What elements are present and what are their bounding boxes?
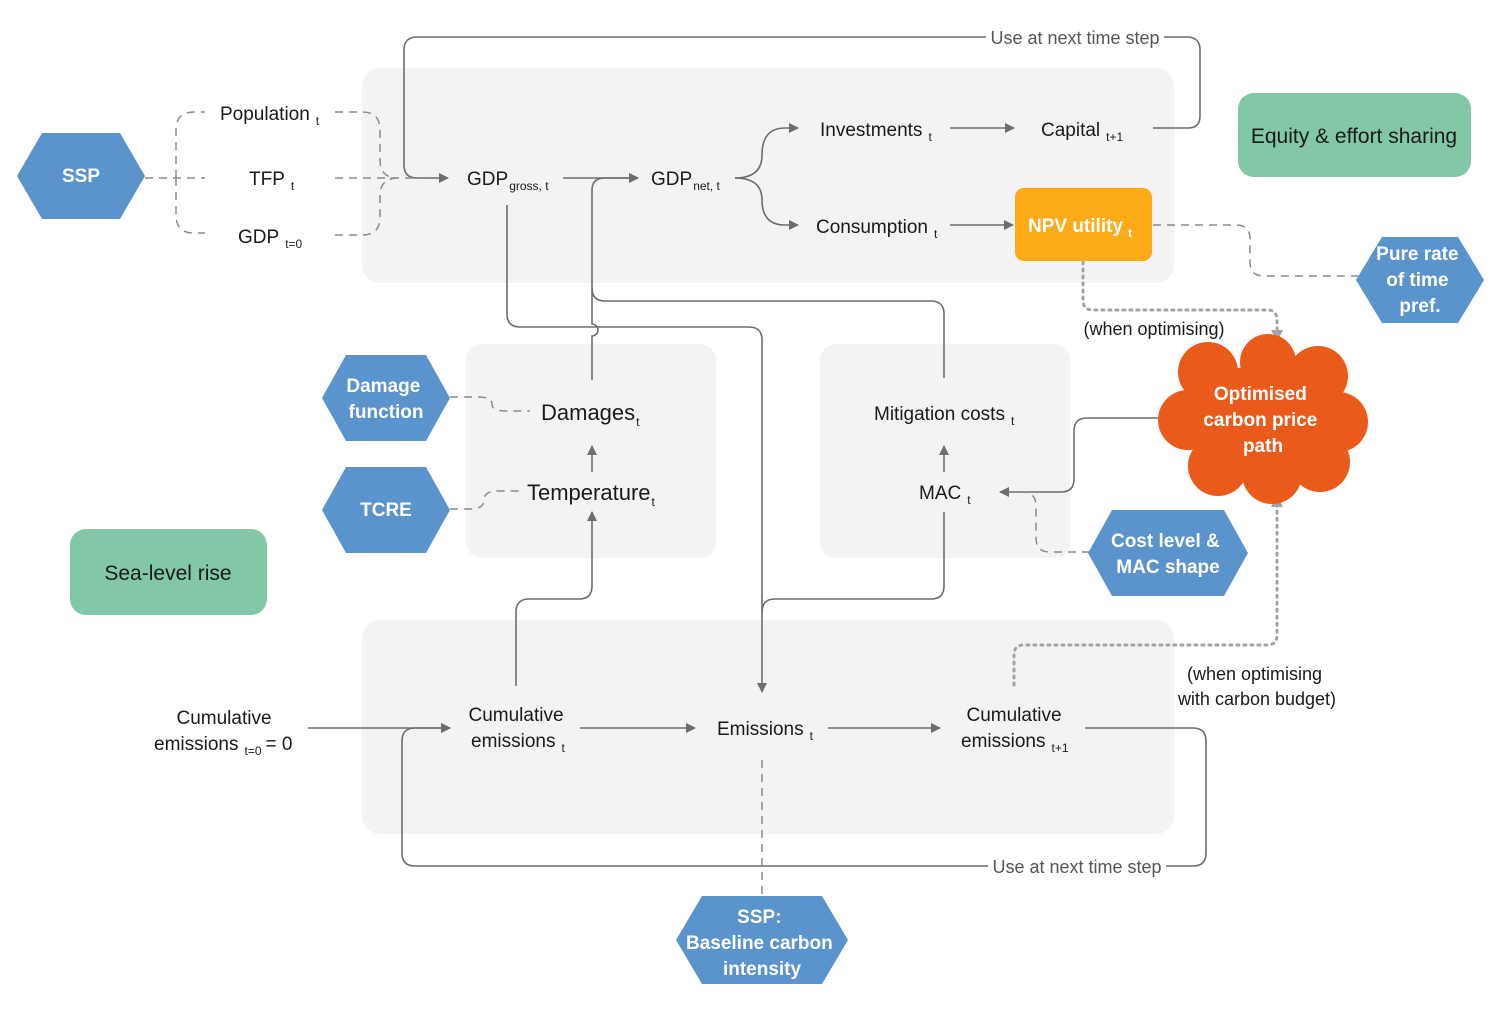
gdp-net-node: GDPnet, t [651,169,721,193]
temperature-node: Temperaturet [527,480,656,509]
sea-level-label: Sea-level rise [104,562,231,585]
pure-rate-label: Pure rate of time pref. [1376,244,1464,317]
arrow-mac-to-emissions [761,512,945,613]
cost-level-link [1021,491,1090,553]
arrow-net-to-consumption [734,177,799,230]
damage-function-link [450,396,530,412]
ssp-baseline-hexagon [676,896,848,984]
cumulative-t-node: Cumulative [468,705,563,726]
mitigation-panel [820,344,1070,558]
carbon-budget-note: (when optimising with carbon budget) [1177,664,1336,709]
pure-rate-hexagon [1356,237,1484,323]
damages-node: Damagest [541,400,640,429]
arrow-net-to-investments [734,123,799,179]
next-step-top-note: Use at next time step [990,28,1159,48]
ssp-hexagon [17,133,145,219]
arrow-cloud-to-mac [999,417,1162,497]
npv-utility-box [1015,188,1152,261]
equity-label: Equity & effort sharing [1251,125,1457,148]
arrow-gross-to-emissions [506,205,767,693]
climate-panel [466,344,716,558]
npv-pure-rate-link [1153,224,1358,277]
emissions-panel [362,620,1174,834]
next-step-bottom-note: Use at next time step [992,857,1161,877]
optimised-price-label: Optimised carbon price path [1203,384,1322,457]
ssp-baseline-label: SSP: Baseline carbon intensity [686,907,838,980]
ssp-label: SSP [62,166,100,187]
damage-function-label: Damage function [346,376,425,423]
cumulative-t1-node: Cumulative [966,705,1061,726]
damage-function-hexagon [322,355,450,441]
cumulative-initial-node: Cumulative [176,708,271,729]
tcre-label: TCRE [360,500,412,521]
gdp-gross-node: GDPgross, t [467,169,549,193]
ssp-brace-lines [145,111,205,234]
arrow-damages-to-net [591,173,639,380]
arrow-cum-to-temp [515,511,597,686]
npv-to-cloud-dotted [1081,260,1283,342]
tcre-hexagon [322,467,450,553]
sea-level-box [70,529,267,615]
equity-box [1238,93,1471,177]
when-optimising-note: (when optimising) [1083,319,1224,339]
gdp-inputs-brace [335,111,420,236]
budget-to-cloud-dotted [1012,495,1283,687]
cost-level-hexagon [1088,510,1248,596]
economy-panel [362,68,1174,283]
optimised-price-cloud [1158,334,1368,504]
arrow-mitigation-to-net [591,287,945,378]
next-step-loop-bottom [401,728,1207,867]
cost-level-label: Cost level & MAC shape [1111,531,1225,578]
